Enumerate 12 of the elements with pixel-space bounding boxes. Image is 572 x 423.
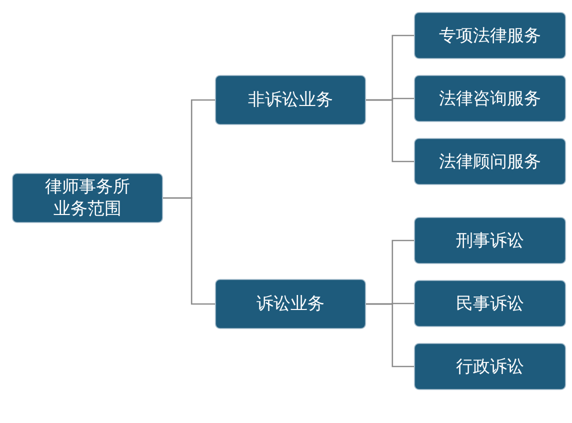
process-box: 律师事务所业务范围 <box>12 173 163 223</box>
process-box: 民事诉讼 <box>414 280 566 327</box>
process-box: 诉讼业务 <box>215 279 366 329</box>
process-box: 非诉讼业务 <box>215 75 366 125</box>
process-box: 法律顾问服务 <box>414 138 566 185</box>
process-box: 刑事诉讼 <box>414 217 566 264</box>
connector-line <box>366 99 414 162</box>
process-box: 专项法律服务 <box>414 12 566 59</box>
connector-line <box>366 303 414 368</box>
process-box: 法律咨询服务 <box>414 75 566 122</box>
connector-line <box>163 197 215 305</box>
process-box: 行政诉讼 <box>414 343 566 390</box>
